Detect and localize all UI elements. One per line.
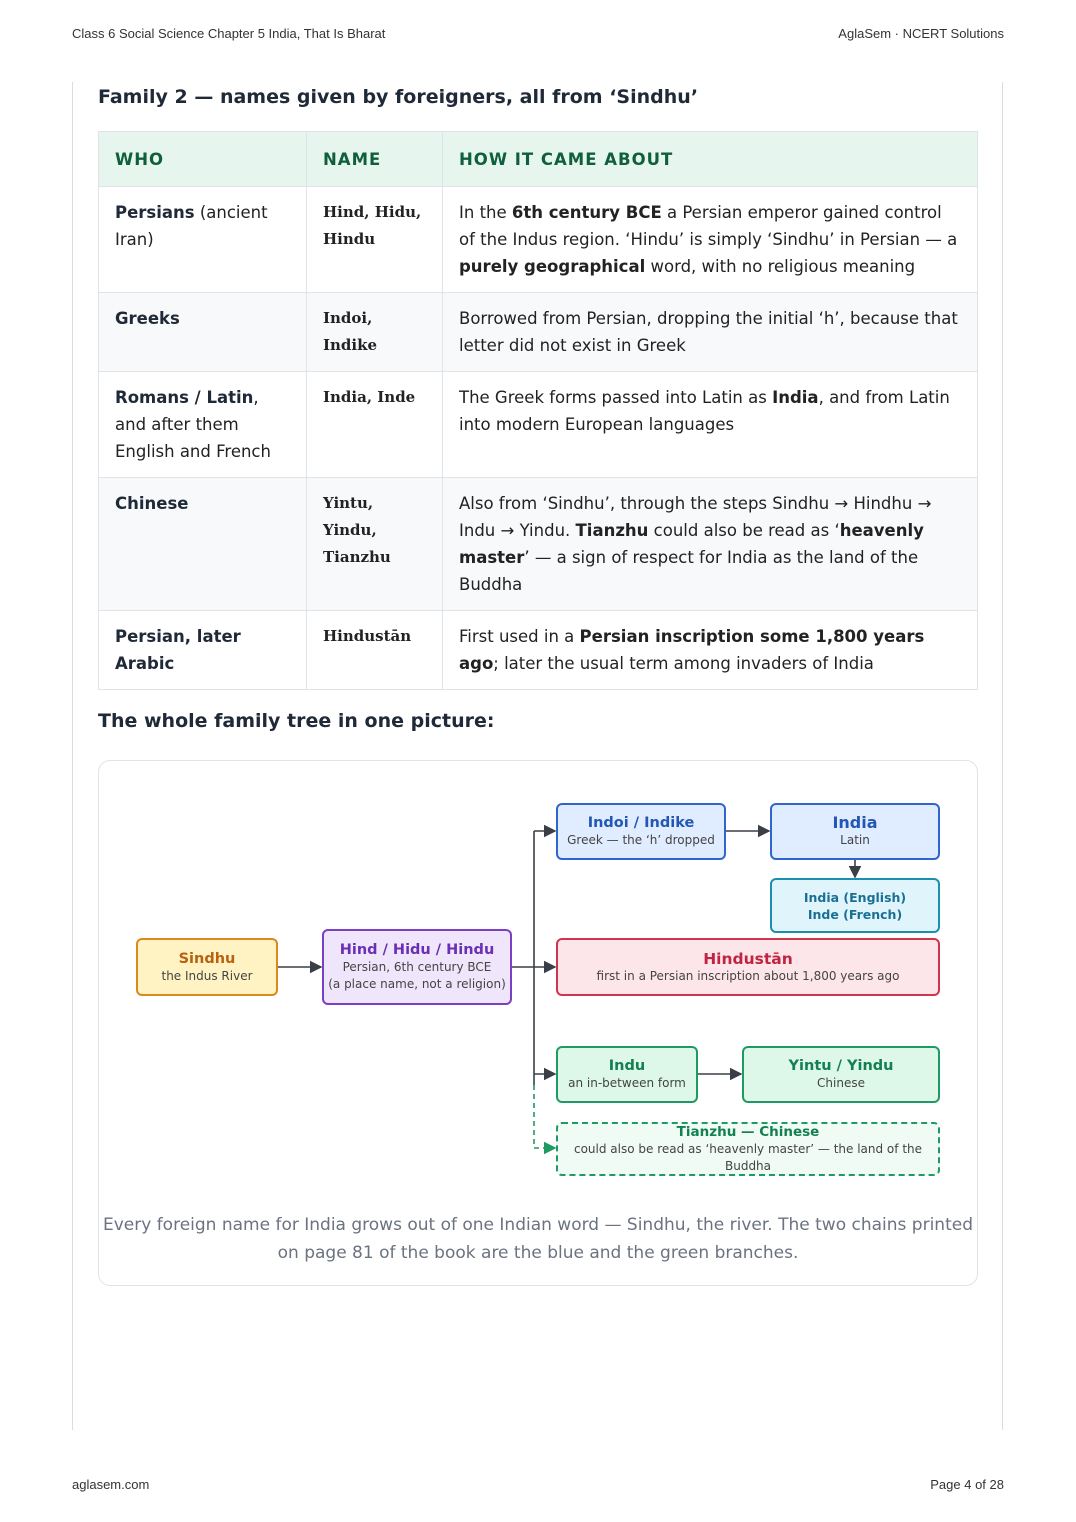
node-sindhu-title: Sindhu bbox=[178, 950, 236, 967]
page-border-left bbox=[72, 82, 73, 1430]
how-text: , and from Latin into modern European la… bbox=[459, 388, 950, 434]
column-header-who: WHO bbox=[98, 131, 307, 187]
diagram-caption: Every foreign name for India grows out o… bbox=[102, 1215, 973, 1263]
who-bold: Persians bbox=[115, 203, 195, 222]
node-indoi: Indoi / Indike Greek — the ‘h’ dropped bbox=[556, 803, 726, 860]
cell-how: The Greek forms passed into Latin as Ind… bbox=[442, 371, 978, 478]
node-hindustan-sub: first in a Persian inscription about 1,8… bbox=[596, 968, 900, 983]
page-border-right bbox=[1002, 82, 1003, 1430]
node-sindhu-sub: the Indus River bbox=[161, 968, 253, 983]
node-tianzhu-title: Tianzhu — Chinese bbox=[676, 1124, 820, 1140]
cell-who: Chinese bbox=[98, 477, 307, 611]
node-hind-sub1: Persian, 6th century BCE bbox=[342, 960, 492, 974]
who-bold: Romans / Latin bbox=[115, 388, 254, 407]
running-header-site: AglaSem · NCERT Solutions bbox=[838, 26, 1004, 41]
cell-who: Greeks bbox=[98, 292, 307, 372]
section-title-family-tree: The whole family tree in one picture: bbox=[98, 710, 495, 732]
how-emphasis: heavenly master bbox=[459, 521, 924, 567]
node-indu-title: Indu bbox=[608, 1058, 646, 1074]
how-emphasis: Tianzhu bbox=[575, 521, 649, 540]
footer-site: aglasem.com bbox=[72, 1477, 150, 1492]
who-bold: Chinese bbox=[115, 494, 189, 513]
section-title-family-2: Family 2 — names given by foreigners, al… bbox=[98, 86, 699, 108]
node-india-english-line1: India (English) bbox=[803, 889, 907, 905]
running-header-title: Class 6 Social Science Chapter 5 India, … bbox=[72, 26, 386, 41]
page-number: Page 4 of 28 bbox=[930, 1477, 1004, 1492]
node-india: India Latin bbox=[770, 803, 940, 860]
cell-name: Hind, Hidu, Hindu bbox=[306, 186, 443, 293]
node-hind-title: Hind / Hidu / Hindu bbox=[339, 942, 495, 958]
table-header-row: WHO NAME HOW IT CAME ABOUT bbox=[98, 131, 978, 187]
node-tianzhu: Tianzhu — Chinese could also be read as … bbox=[556, 1122, 940, 1176]
table-row: Chinese Yintu, Yindu, Tianzhu Also from ‘S… bbox=[98, 477, 978, 611]
node-hind: Hind / Hidu / Hindu Persian, 6th century… bbox=[322, 929, 512, 1005]
cell-how: First used in a Persian inscription some… bbox=[442, 610, 978, 690]
cell-name: Indoi, Indike bbox=[306, 292, 443, 372]
how-text: In the bbox=[459, 203, 512, 222]
node-indoi-sub: Greek — the ‘h’ dropped bbox=[567, 833, 715, 847]
cell-name: Hindustān bbox=[306, 610, 443, 690]
cell-who: Romans / Latin, and after them English a… bbox=[98, 371, 307, 478]
who-bold: Persian, later Arabic bbox=[115, 627, 241, 673]
node-yintu: Yintu / Yindu Chinese bbox=[742, 1046, 940, 1103]
node-india-title: India bbox=[832, 813, 878, 832]
table-row: Persians (ancient Iran)Hind, Hidu, Hindu… bbox=[98, 186, 978, 293]
cell-how: In the 6th century BCE a Persian emperor… bbox=[442, 186, 978, 293]
how-text: ; later the usual term among invaders of… bbox=[493, 654, 874, 673]
node-indoi-title: Indoi / Indike bbox=[587, 815, 695, 831]
node-hindustan-title: Hindustān bbox=[703, 949, 793, 968]
how-emphasis: purely geographical bbox=[459, 257, 646, 276]
node-indu-sub: an in-between form bbox=[568, 1076, 686, 1090]
cell-how: Also from ‘Sindhu’, through the steps Si… bbox=[442, 477, 978, 611]
table-row: Romans / Latin, and after them English a… bbox=[98, 371, 978, 478]
node-hindustan: Hindustān first in a Persian inscription… bbox=[556, 938, 940, 996]
node-yintu-title: Yintu / Yindu bbox=[788, 1058, 894, 1074]
how-text: The Greek forms passed into Latin as bbox=[459, 388, 773, 407]
who-rest: , and after them English and French bbox=[115, 388, 271, 461]
how-text: Also from ‘Sindhu’, through the steps Si… bbox=[459, 494, 932, 540]
node-india-sub: Latin bbox=[840, 833, 870, 847]
column-header-how: HOW IT CAME ABOUT bbox=[442, 131, 978, 187]
node-yintu-sub: Chinese bbox=[817, 1076, 865, 1090]
foreign-names-table: WHO NAME HOW IT CAME ABOUT Persians (anc… bbox=[98, 131, 978, 690]
how-emphasis: 6th century BCE bbox=[511, 203, 662, 222]
how-text: Borrowed from Persian, dropping the init… bbox=[459, 309, 958, 355]
node-tianzhu-sub: could also be read as ‘heavenly master’ … bbox=[573, 1142, 923, 1173]
how-emphasis: India bbox=[772, 388, 819, 407]
connector-arrows bbox=[277, 824, 862, 1155]
how-text: could also be read as ‘ bbox=[648, 521, 840, 540]
cell-name: Yintu, Yindu, Tianzhu bbox=[306, 477, 443, 611]
node-india-english-line2: Inde (French) bbox=[807, 906, 903, 922]
column-header-name: NAME bbox=[306, 131, 443, 187]
who-rest: (ancient Iran) bbox=[115, 203, 268, 249]
node-indu: Indu an in-between form bbox=[556, 1046, 698, 1103]
node-sindhu: Sindhu the Indus River bbox=[136, 938, 278, 996]
cell-who: Persian, later Arabic bbox=[98, 610, 307, 690]
how-text: word, with no religious meaning bbox=[645, 257, 916, 276]
node-hind-sub2: (a place name, not a religion) bbox=[328, 977, 506, 991]
who-bold: Greeks bbox=[115, 309, 180, 328]
how-emphasis: Persian inscription some 1,800 years ago bbox=[459, 627, 925, 673]
how-text: a Persian emperor gained control of the … bbox=[459, 203, 958, 249]
cell-who: Persians (ancient Iran) bbox=[98, 186, 307, 293]
how-text: ’ — a sign of respect for India as the l… bbox=[459, 548, 919, 594]
cell-how: Borrowed from Persian, dropping the init… bbox=[442, 292, 978, 372]
cell-name: India, Inde bbox=[306, 371, 443, 478]
how-text: First used in a bbox=[459, 627, 580, 646]
family-tree-diagram: Sindhu the Indus River Hind / Hidu / Hin… bbox=[98, 760, 978, 1286]
node-india-english: India (English) Inde (French) bbox=[770, 878, 940, 933]
table-row: Greeks Indoi, Indike Borrowed from Persian… bbox=[98, 292, 978, 372]
